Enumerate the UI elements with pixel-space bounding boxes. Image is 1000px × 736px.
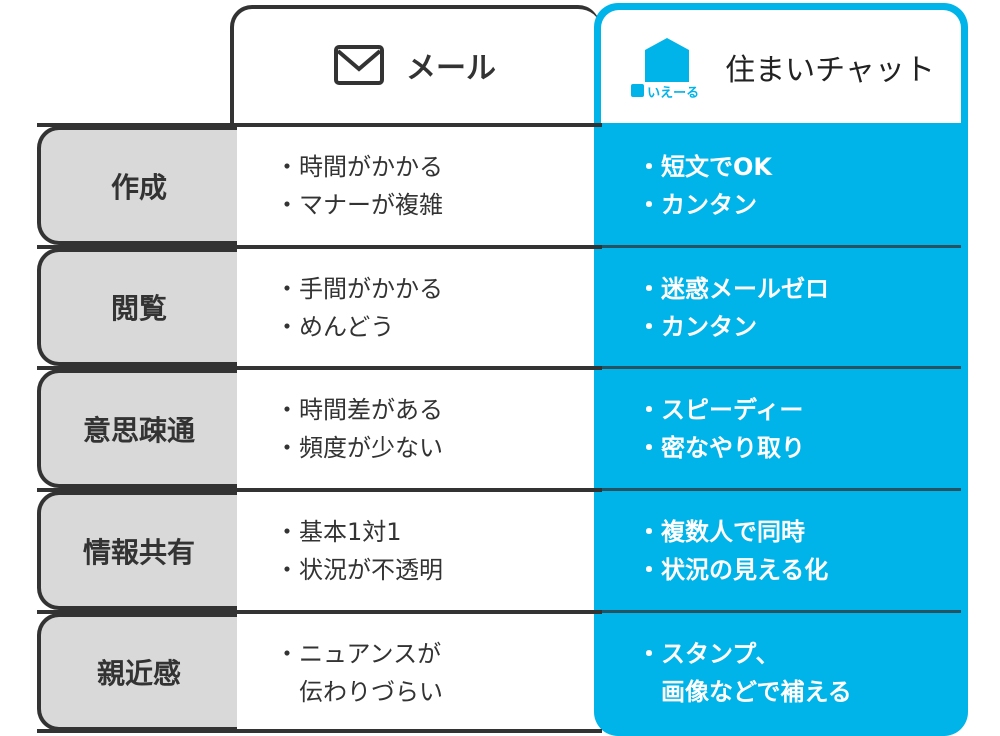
mail-cell: ・時間差がある・頻度が少ない [275, 368, 585, 490]
mail-header: メール [232, 5, 598, 125]
row-divider [37, 245, 602, 249]
chat-label: 住まいチャット [725, 52, 935, 88]
chat-cell: ・複数人で同時・状況の見える化 [637, 490, 957, 612]
chat-point: ・スタンプ、 [637, 639, 780, 668]
chat-point: ・状況の見える化 [637, 556, 829, 584]
row-label: 作成 [37, 126, 237, 245]
row-label: 閲覧 [37, 248, 237, 366]
mail-point: ・マナーが複雑 [275, 191, 443, 219]
chat-row-divider [601, 366, 961, 369]
row-divider [37, 123, 602, 127]
chat-point: ・複数人で同時 [637, 518, 805, 546]
envelope-icon [334, 45, 384, 85]
mail-point: ・めんどう [275, 312, 395, 341]
chat-point: ・密なやり取り [637, 434, 805, 462]
chat-cell: ・迷惑メールゼロ・カンタン [637, 247, 957, 368]
row-divider [37, 488, 602, 492]
chat-cell: ・スピーディー・密なやり取り [637, 368, 957, 490]
chat-column [594, 3, 968, 736]
chat-point: ・迷惑メールゼロ [637, 274, 829, 303]
ieru-logo: いえーる [627, 32, 707, 102]
mail-point: ・時間がかかる [275, 153, 443, 181]
mail-cell: ・ニュアンスが 伝わりづらい [275, 612, 585, 733]
chat-point: ・カンタン [637, 191, 757, 219]
chat-cell: ・スタンプ、 画像などで補える [637, 612, 957, 733]
mail-cell: ・手間がかかる・めんどう [275, 247, 585, 368]
chat-row-divider [601, 610, 961, 613]
mail-label: メール [406, 51, 496, 86]
chat-point: ・短文でOK [637, 153, 772, 181]
chat-point: ・カンタン [637, 312, 757, 341]
row-label: 情報共有 [37, 491, 237, 610]
row-label: 親近感 [37, 613, 237, 731]
chat-point: ・スピーディー [637, 396, 804, 424]
mail-point: ・基本1対1 [275, 518, 402, 546]
mail-cell: ・時間がかかる・マナーが複雑 [275, 125, 585, 247]
chat-row-divider [601, 245, 961, 248]
chat-header: いえーる 住まいチャット [601, 10, 961, 123]
row-divider [37, 366, 602, 370]
chat-row-divider [601, 488, 961, 491]
mail-point: ・時間差がある [275, 396, 443, 424]
row-divider [37, 610, 602, 614]
mail-point: ・ニュアンスが [275, 639, 442, 668]
row-divider [37, 729, 602, 733]
mail-point: ・頻度が少ない [275, 434, 443, 462]
chat-cell: ・短文でOK ・カンタン [637, 125, 957, 247]
mail-point: ・手間がかかる [275, 274, 443, 303]
row-label: 意思疎通 [37, 369, 237, 488]
mail-cell: ・基本1対1 ・状況が不透明 [275, 490, 585, 612]
mail-point: ・状況が不透明 [275, 556, 443, 584]
house-icon [631, 37, 690, 97]
mail-point: 伝わりづらい [275, 677, 443, 706]
chat-point: 画像などで補える [637, 677, 852, 706]
